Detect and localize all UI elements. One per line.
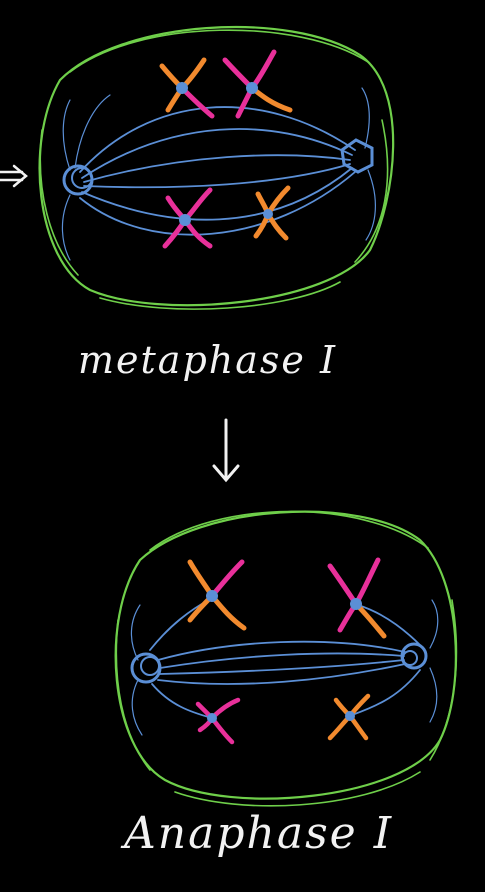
metaphase-cell-membrane bbox=[38, 25, 395, 310]
anaphase-chromosome-orange-1 bbox=[187, 559, 247, 631]
anaphase-chromosome-orange-2 bbox=[327, 693, 371, 741]
anaphase-centrosome-left bbox=[130, 652, 162, 684]
anaphase-centrosome-right bbox=[400, 642, 428, 670]
down-arrow-icon bbox=[212, 418, 240, 483]
metaphase-centrosome-right bbox=[340, 138, 374, 174]
metaphase-chromosome-pink-2 bbox=[162, 187, 213, 249]
right-arrow-icon bbox=[0, 164, 28, 188]
metaphase-spindle bbox=[61, 87, 376, 261]
metaphase-chromosome-orange-1 bbox=[159, 57, 215, 119]
anaphase-chromosome-pink-1 bbox=[327, 557, 387, 639]
metaphase-cell bbox=[0, 25, 395, 310]
metaphase-chromosome-pink-1 bbox=[222, 49, 293, 119]
anaphase-chromosome-pink-2 bbox=[195, 697, 241, 745]
anaphase-cell-membrane bbox=[114, 510, 458, 807]
anaphase-label: Anaphase I bbox=[124, 808, 394, 859]
metaphase-label: metaphase I bbox=[78, 338, 337, 382]
metaphase-chromosome-orange-2 bbox=[253, 185, 291, 241]
anaphase-spindle bbox=[130, 597, 439, 736]
metaphase-centrosome-left bbox=[62, 164, 94, 196]
anaphase-cell bbox=[114, 510, 458, 807]
